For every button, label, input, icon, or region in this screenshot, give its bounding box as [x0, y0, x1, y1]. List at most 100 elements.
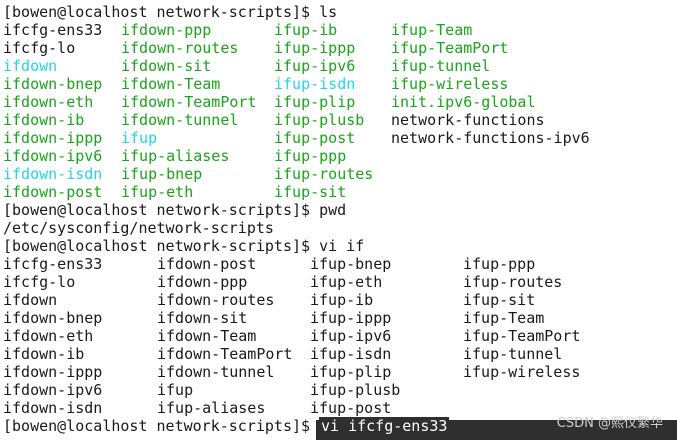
file-name: ifdown-eth [3, 327, 94, 345]
file-name: ifup-wireless [463, 363, 581, 381]
file-name: ifup [157, 381, 194, 399]
file-name: network-functions [391, 111, 545, 129]
file-name: ifdown-ppp [157, 273, 248, 291]
watermark: CSDN @熙仪繁华 [556, 416, 663, 431]
terminal-line: ifdown-eth ifdown-TeamPort ifup-plip init.i… [3, 93, 673, 111]
file-name: ifdown-TeamPort [157, 345, 293, 363]
file-name: ifup-plip [310, 363, 392, 381]
file-name: init.ipv6-global [391, 93, 536, 111]
file-name: ifcfg-ens33 [3, 21, 103, 39]
file-name: ifdown-post [157, 255, 257, 273]
file-name: ifdown-TeamPort [121, 93, 257, 111]
file-name: ifdown-post [3, 183, 103, 201]
file-name: ifup [121, 129, 158, 147]
terminal-line: ifdown-isdn ifup-aliases ifup-post [3, 399, 673, 417]
terminal-line: ifcfg-lo ifdown-routes ifup-ippp ifup-TeamP… [3, 39, 673, 57]
file-name: ifup-eth [310, 273, 383, 291]
terminal-line: ifdown ifdown-sit ifup-ipv6 ifup-tunnel [3, 57, 673, 75]
prompt-text: [bowen@localhost network-scripts]$ vi if [3, 237, 365, 255]
file-name: ifup-eth [121, 183, 194, 201]
file-name: ifcfg-ens33 [3, 255, 103, 273]
terminal-line: [bowen@localhost network-scripts]$ vi if [3, 237, 673, 255]
terminal-line: ifdown-eth ifdown-Team ifup-ipv6 ifup-TeamP… [3, 327, 673, 345]
file-name: ifup-plusb [274, 111, 365, 129]
file-name: ifdown-Team [121, 75, 221, 93]
prompt-text: [bowen@localhost network-scripts]$ ls [3, 3, 338, 21]
file-name: ifup-TeamPort [391, 39, 509, 57]
terminal-line: ifdown-bnep ifdown-Team ifup-isdn ifup-wire… [3, 75, 673, 93]
prompt-text: [bowen@localhost network-scripts]$ [3, 417, 320, 435]
file-name: ifup-wireless [391, 75, 509, 93]
file-name: ifdown-ppp [121, 21, 212, 39]
file-name: ifup-routes [463, 273, 563, 291]
file-name: ifup-plip [274, 93, 356, 111]
file-name: ifup-isdn [310, 345, 392, 363]
file-name: ifup-ib [310, 291, 374, 309]
file-name: ifup-ipv6 [310, 327, 392, 345]
file-name: ifdown-ippp [3, 363, 103, 381]
file-name: ifdown-tunnel [157, 363, 275, 381]
terminal-line: [bowen@localhost network-scripts]$ pwd [3, 201, 673, 219]
file-name: ifdown-sit [157, 309, 248, 327]
terminal-line: ifdown ifdown-routes ifup-ib ifup-sit [3, 291, 673, 309]
file-name: ifdown-bnep [3, 75, 103, 93]
file-name: ifup-ippp [310, 309, 392, 327]
terminal-line: /etc/sysconfig/network-scripts [3, 219, 673, 237]
terminal-line: ifdown-post ifup-eth ifup-sit [3, 183, 673, 201]
file-name: ifdown-isdn [3, 165, 103, 183]
file-name: ifup-isdn [274, 75, 356, 93]
file-name: ifup-Team [391, 21, 473, 39]
file-name: ifup-Team [463, 309, 545, 327]
terminal-line: ifdown-ib ifdown-tunnel ifup-plusb network-… [3, 111, 673, 129]
file-name: ifup-TeamPort [463, 327, 581, 345]
file-name: ifup-post [310, 399, 392, 417]
file-name: ifdown-sit [121, 57, 212, 75]
file-name: ifdown [3, 291, 58, 309]
file-name: ifup-ippp [274, 39, 356, 57]
terminal-line: [bowen@localhost network-scripts]$ vi if… [3, 417, 673, 435]
file-name: ifdown-bnep [3, 309, 103, 327]
terminal-line: ifdown-ib ifdown-TeamPort ifup-isdn ifup-tu… [3, 345, 673, 363]
file-name: ifdown-routes [121, 39, 239, 57]
file-name: ifup-sit [463, 291, 536, 309]
file-name: ifdown-isdn [3, 399, 103, 417]
file-name: ifup-sit [274, 183, 347, 201]
file-name: ifup-aliases [121, 147, 230, 165]
file-name: ifdown [3, 57, 58, 75]
terminal-line: ifdown-isdn ifup-bnep ifup-routes [3, 165, 673, 183]
file-name: ifup-routes [274, 165, 374, 183]
file-name: ifdown-ipv6 [3, 381, 103, 399]
terminal-line: [bowen@localhost network-scripts]$ ls [3, 3, 673, 21]
file-name: ifup-tunnel [463, 345, 563, 363]
file-name: ifup-ib [274, 21, 338, 39]
typed-command[interactable]: vi ifcfg-ens33 [319, 417, 450, 435]
file-name: ifdown-tunnel [121, 111, 239, 129]
prompt-text: [bowen@localhost network-scripts]$ pwd [3, 201, 347, 219]
terminal-line: ifcfg-ens33 ifdown-ppp ifup-ib ifup-Team [3, 21, 673, 39]
file-name: ifup-plusb [310, 381, 401, 399]
file-name: ifdown-eth [3, 93, 94, 111]
file-name: ifup-ppp [274, 147, 347, 165]
file-name: ifdown-routes [157, 291, 275, 309]
file-name: ifup-tunnel [391, 57, 491, 75]
file-name: ifcfg-lo [3, 39, 76, 57]
file-name: ifup-bnep [121, 165, 203, 183]
file-name: network-functions-ipv6 [391, 129, 590, 147]
file-name: ifdown-Team [157, 327, 257, 345]
terminal-line: ifdown-bnep ifdown-sit ifup-ippp ifup-Team [3, 309, 673, 327]
file-name: ifup-aliases [157, 399, 266, 417]
file-name: ifup-ipv6 [274, 57, 356, 75]
file-name: ifdown-ib [3, 111, 85, 129]
file-name: ifdown-ipv6 [3, 147, 103, 165]
file-name: ifup-post [274, 129, 356, 147]
terminal-line: ifdown-ipv6 ifup-aliases ifup-ppp [3, 147, 673, 165]
terminal-line: ifdown-ipv6 ifup ifup-plusb [3, 381, 673, 399]
prompt-text: /etc/sysconfig/network-scripts [3, 219, 274, 237]
file-name: ifdown-ib [3, 345, 85, 363]
file-name: ifup-ppp [463, 255, 536, 273]
terminal-line: ifdown-ippp ifdown-tunnel ifup-plip ifup-wi… [3, 363, 673, 381]
